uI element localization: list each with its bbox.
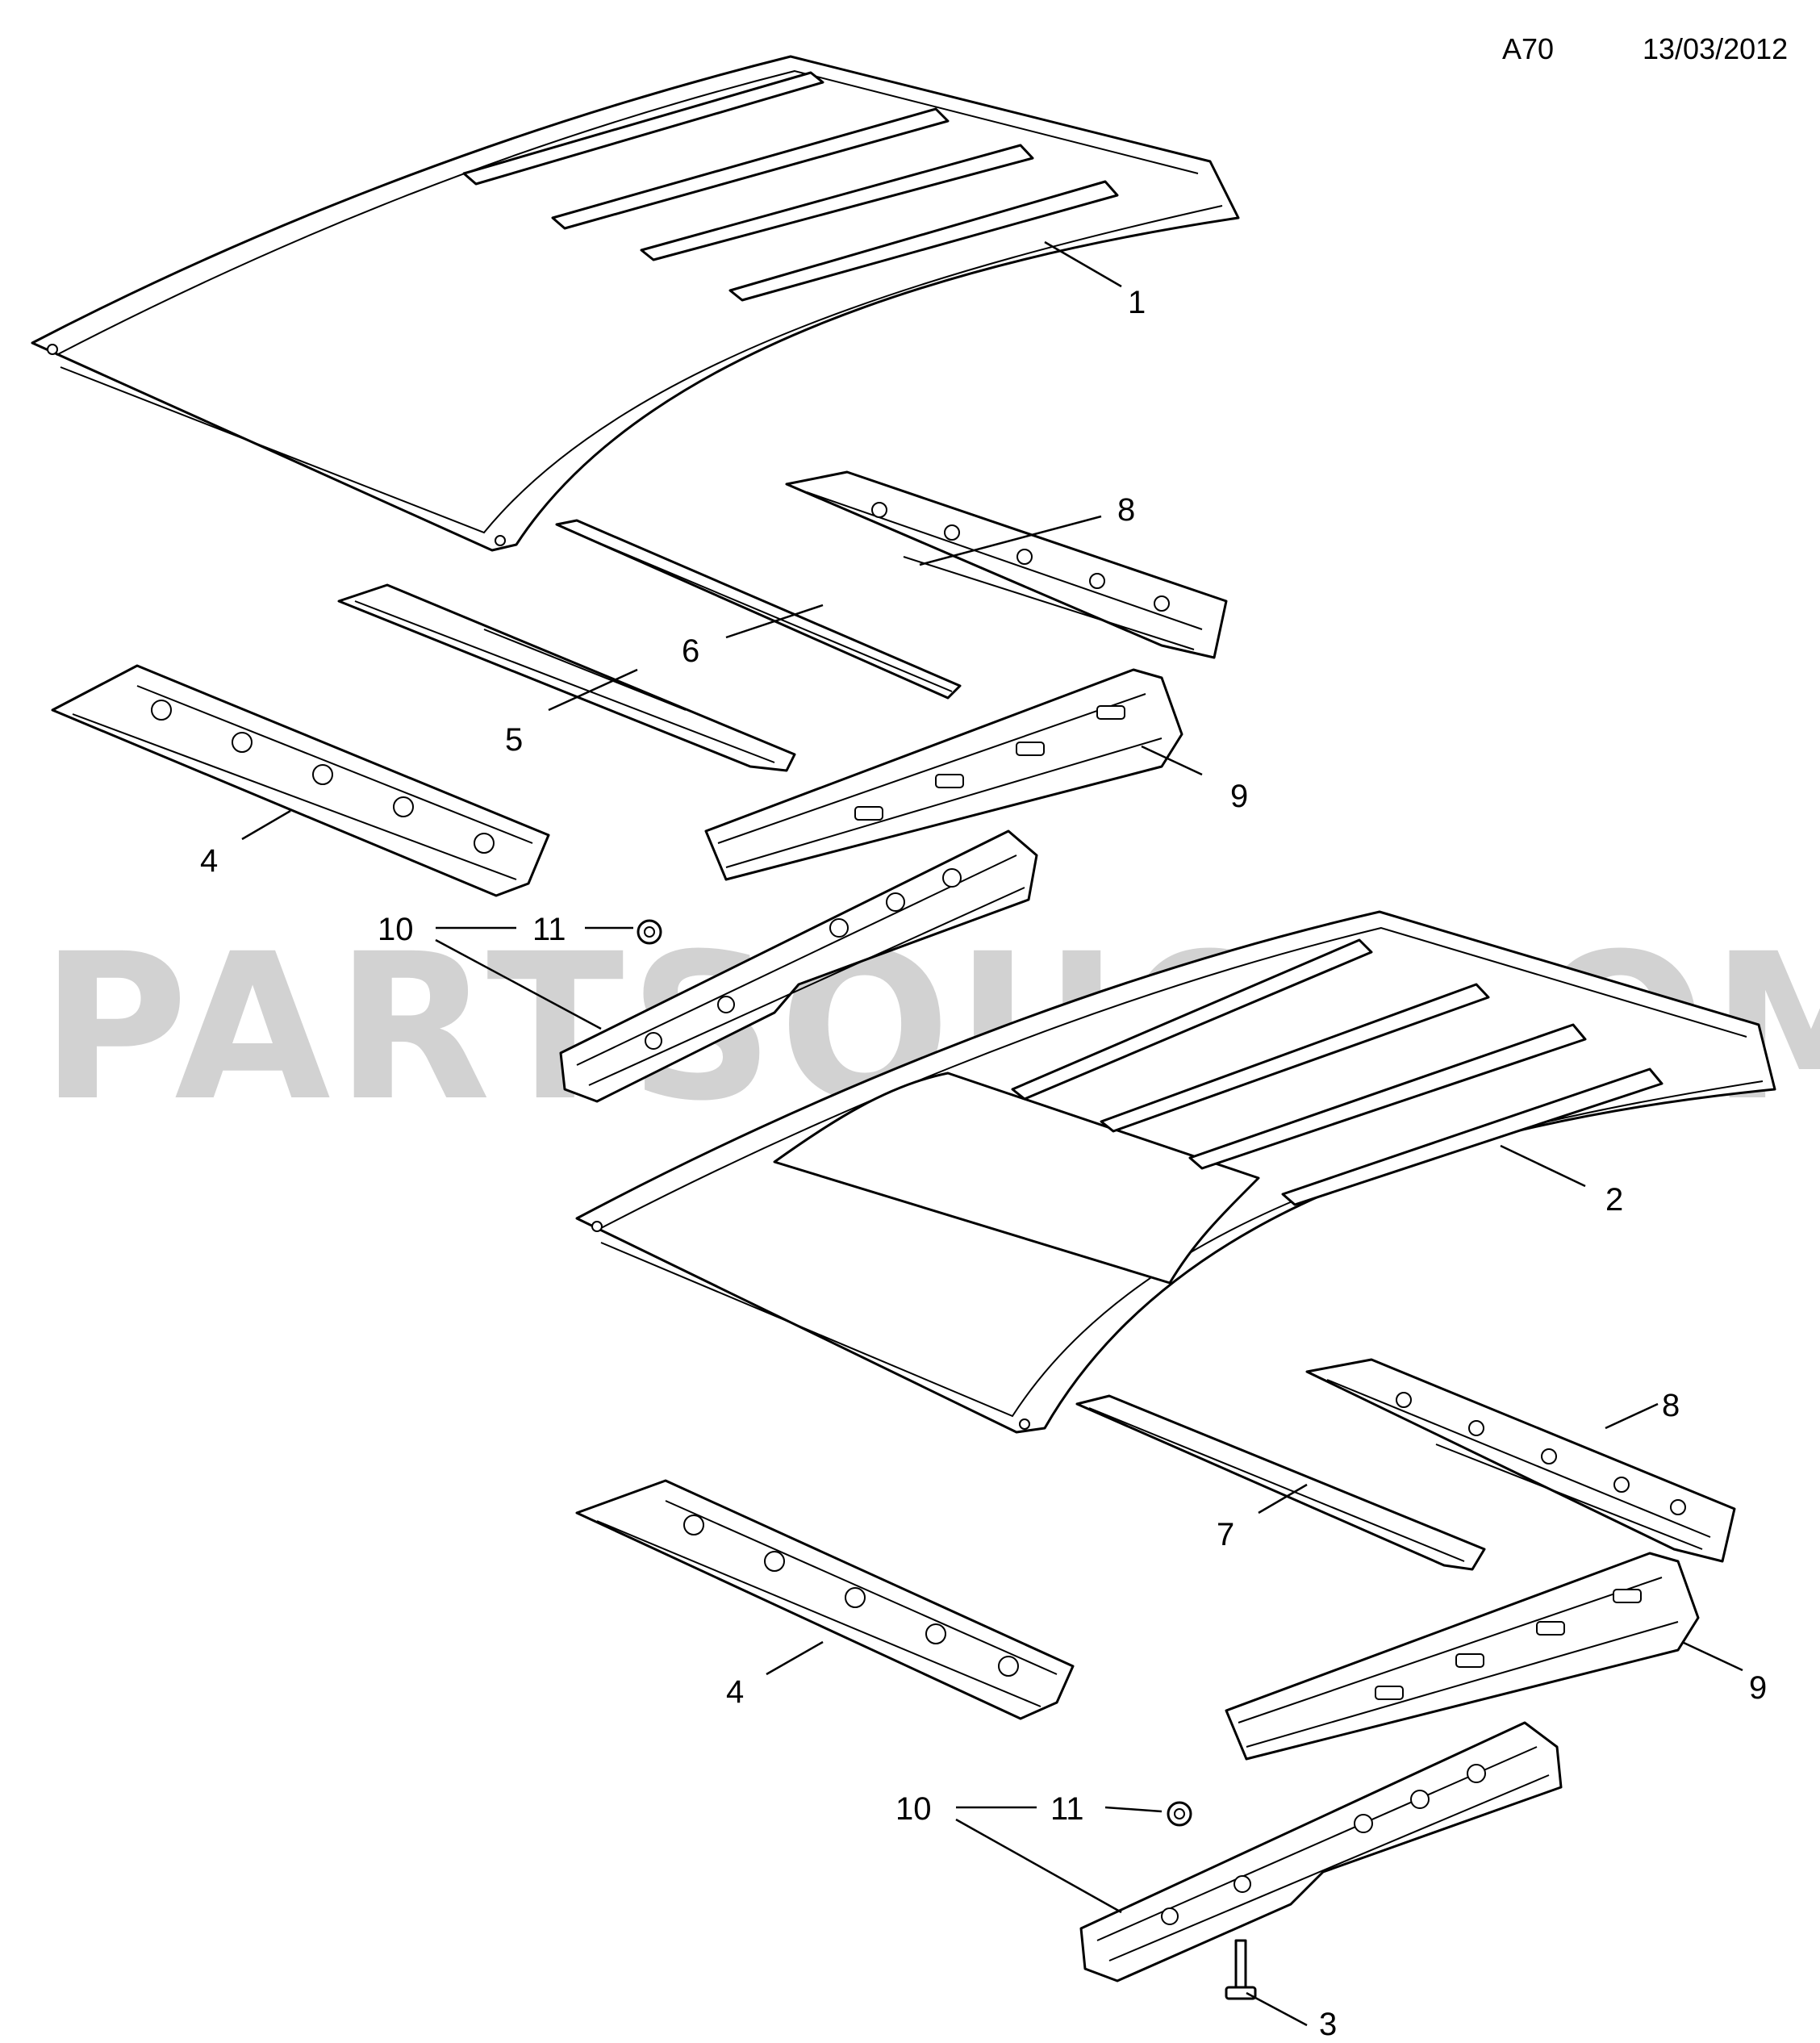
callout-10-lower: 10 bbox=[895, 1791, 932, 1827]
roof-rail-9-lower bbox=[1225, 1552, 1700, 1761]
callout-7: 7 bbox=[1217, 1517, 1234, 1552]
rear-rail-10-upper bbox=[559, 829, 1038, 1103]
callout-2: 2 bbox=[1605, 1182, 1623, 1218]
callout-5: 5 bbox=[505, 722, 523, 758]
callout-8-lower: 8 bbox=[1662, 1388, 1680, 1423]
callout-4-lower: 4 bbox=[726, 1674, 744, 1710]
callout-1: 1 bbox=[1128, 285, 1146, 320]
nut-11-lower bbox=[1167, 1801, 1192, 1827]
roof-panel-2-sunroof bbox=[575, 910, 1776, 1434]
roof-bow-5 bbox=[337, 583, 796, 772]
callout-10-upper: 10 bbox=[378, 912, 414, 947]
nut-11-upper bbox=[637, 919, 662, 945]
callout-4-upper: 4 bbox=[200, 843, 218, 879]
callout-3: 3 bbox=[1319, 2007, 1337, 2042]
roof-panel-1 bbox=[31, 55, 1240, 552]
callout-9-lower: 9 bbox=[1749, 1670, 1767, 1706]
header-panel-4-upper bbox=[51, 664, 550, 897]
diagram-code: A70 bbox=[1502, 32, 1555, 65]
bolt-3 bbox=[1225, 1939, 1257, 2000]
rear-rail-10-lower bbox=[1079, 1721, 1563, 1982]
leader-lines bbox=[241, 240, 1743, 2027]
roof-bow-6 bbox=[555, 519, 962, 700]
callout-11-lower: 11 bbox=[1050, 1791, 1084, 1827]
callout-11-upper: 11 bbox=[532, 912, 566, 947]
callout-8-upper: 8 bbox=[1117, 492, 1135, 528]
roof-rail-9-upper bbox=[704, 668, 1183, 881]
roof-bow-8-lower bbox=[1305, 1358, 1736, 1563]
header-panel-4-lower bbox=[575, 1479, 1075, 1720]
callout-6: 6 bbox=[682, 633, 699, 669]
roof-bow-7 bbox=[1075, 1394, 1486, 1571]
callout-9-upper: 9 bbox=[1230, 779, 1248, 814]
roof-bow-8-upper bbox=[785, 470, 1228, 659]
diagram-date: 13/03/2012 bbox=[1643, 32, 1789, 65]
